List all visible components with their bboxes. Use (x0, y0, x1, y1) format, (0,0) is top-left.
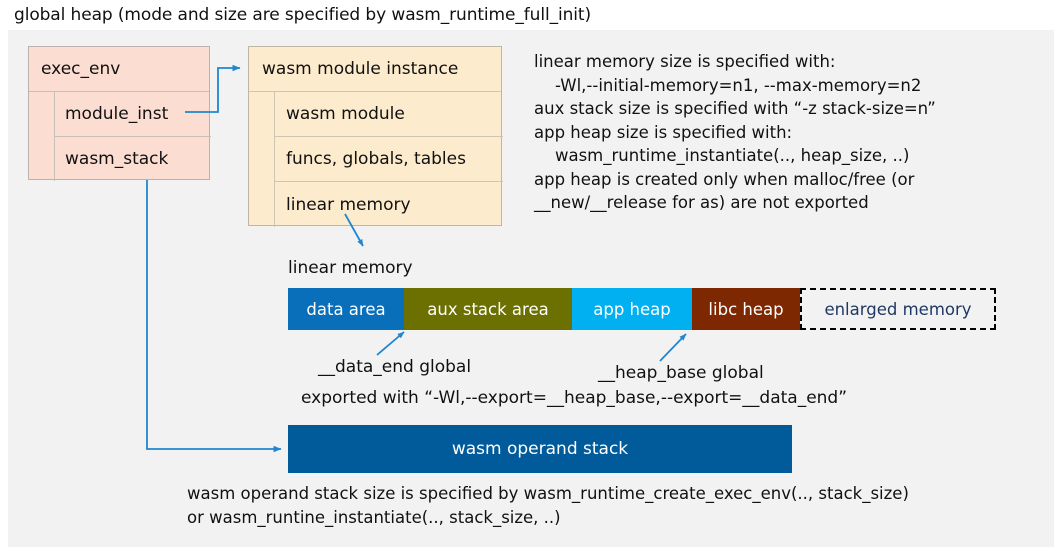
exec-env-header: exec_env (29, 47, 209, 92)
annotation-data-end: __data_end global (318, 357, 472, 377)
module-instance-gutter (249, 92, 275, 227)
memory-segment: aux stack area (404, 288, 572, 330)
page-title: global heap (mode and size are specified… (14, 5, 591, 25)
linear-memory-label: linear memory (288, 258, 413, 278)
memory-segment: enlarged memory (800, 288, 996, 330)
memory-segment: app heap (572, 288, 692, 330)
module-instance-row-wasm-module: wasm module (275, 92, 503, 137)
exec-env-row-module-inst: module_inst (55, 92, 211, 137)
linear-memory-note: linear memory size is specified with: -W… (534, 52, 936, 212)
exec-env-box: exec_env module_inst wasm_stack (28, 46, 211, 181)
memory-segment: libc heap (692, 288, 800, 330)
module-instance-header: wasm module instance (249, 47, 501, 92)
annotation-exported: exported with “-Wl,--export=__heap_base,… (301, 388, 848, 408)
module-instance-row-funcs-globals-tables: funcs, globals, tables (275, 137, 503, 182)
operand-stack-note: wasm operand stack size is specified by … (187, 484, 909, 527)
exec-env-row-wasm-stack: wasm_stack (65, 149, 169, 169)
module-instance-box: wasm module instance wasm module funcs, … (248, 46, 503, 227)
annotation-heap-base: __heap_base global (598, 363, 764, 383)
module-instance-row-linear-memory: linear memory (286, 194, 411, 215)
memory-segment: data area (288, 288, 404, 330)
exec-env-gutter (29, 92, 55, 181)
wasm-operand-stack-box: wasm operand stack (288, 425, 792, 473)
